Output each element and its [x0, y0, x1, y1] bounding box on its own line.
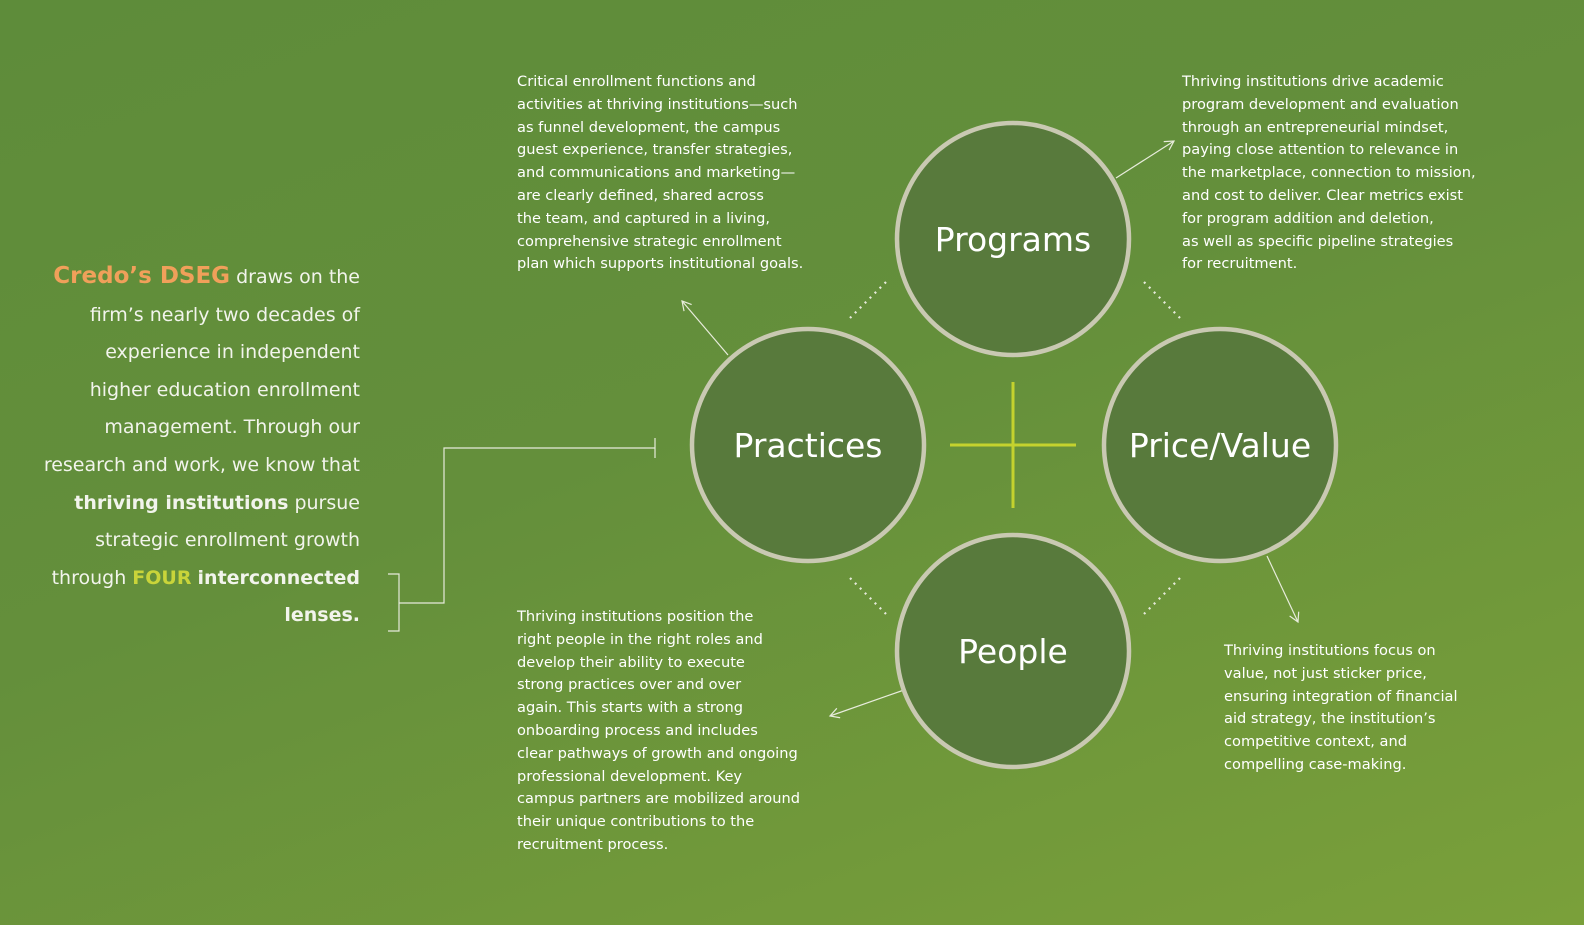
intro-bracket-connector [388, 438, 656, 632]
circle-people [894, 532, 1132, 770]
lens-label-programs: Programs [934, 220, 1092, 259]
dotted-connectors [849, 281, 1181, 615]
intro-four: FOUR [132, 566, 192, 589]
intro-bold-thriving: thriving institutions [74, 491, 289, 514]
intro-text-2: pursue strategic enrollment growth throu… [51, 491, 360, 589]
circle-practices [689, 326, 927, 564]
arrow-programs [1115, 140, 1176, 179]
lens-label-practices: Practices [733, 426, 883, 465]
circle-programs [894, 120, 1132, 358]
description-arrows [681, 140, 1300, 719]
description-practices: Critical enrollment functions and activi… [517, 73, 804, 273]
circle-price-value [1101, 326, 1339, 564]
description-programs: Thriving institutions drive academic pro… [1182, 73, 1476, 273]
description-price-value: Thriving institutions focus on value, no… [1224, 642, 1458, 773]
lens-label-price-value: Price/Value [1128, 426, 1312, 465]
intro-paragraph: Credo’s DSEG draws on the firm’s nearly … [40, 258, 360, 635]
intro-text-1: draws on the firm’s nearly two decades o… [43, 266, 360, 476]
arrow-price-value [1266, 555, 1300, 624]
description-people: Thriving institutions position the right… [517, 608, 801, 853]
intro-bold-lenses: interconnected lenses. [197, 566, 360, 627]
arrow-people [828, 689, 905, 719]
arrow-practices [681, 300, 729, 356]
lens-label-people: People [958, 632, 1068, 671]
center-plus-icon [950, 382, 1076, 508]
brand-name: Credo’s DSEG [53, 263, 231, 289]
lens-circles [689, 120, 1339, 770]
